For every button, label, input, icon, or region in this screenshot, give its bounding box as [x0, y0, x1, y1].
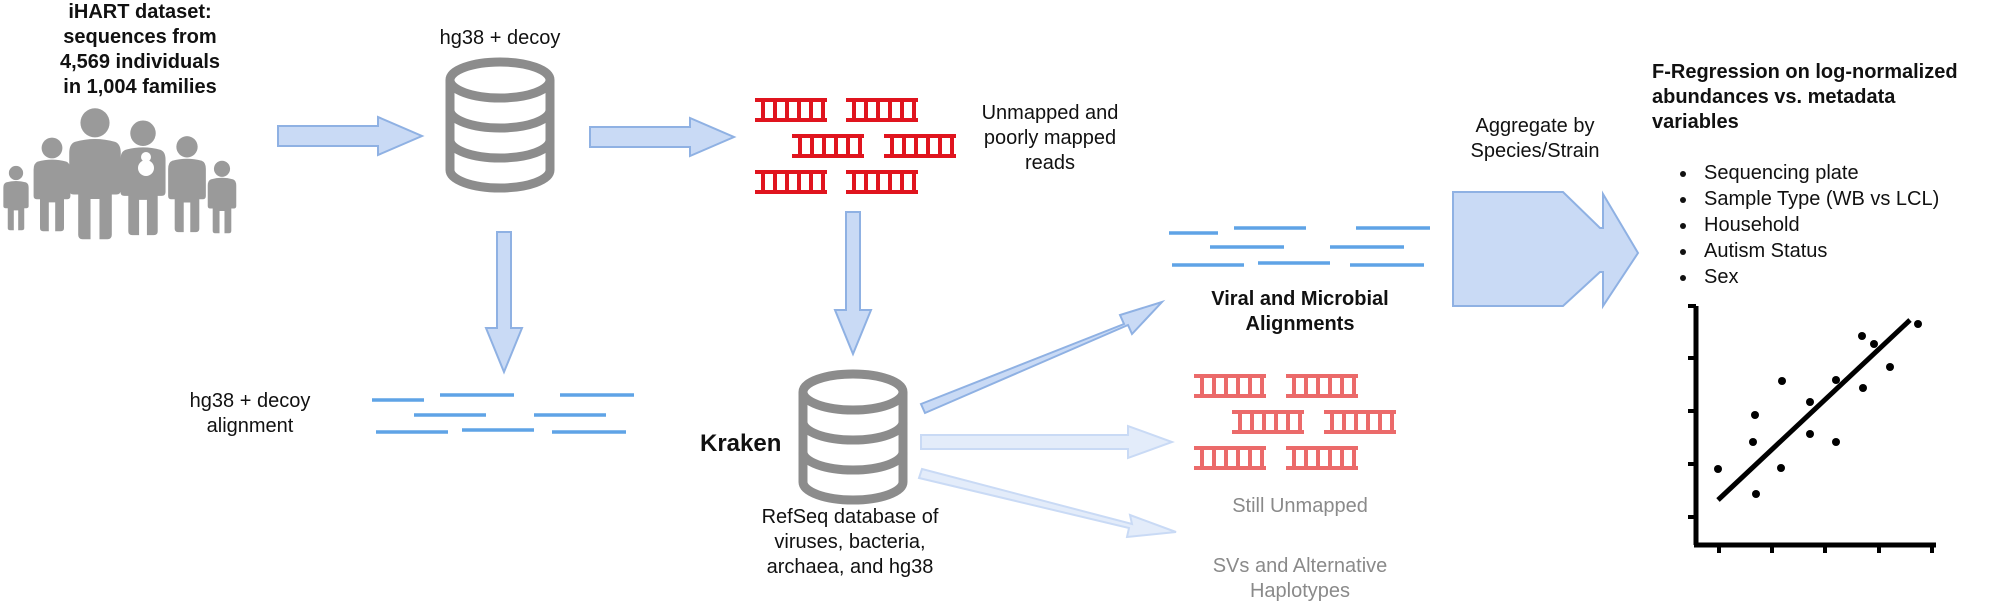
- svs-label: SVs and Alternative Haplotypes: [1180, 554, 1420, 604]
- aggregate-label-line: Species/Strain: [1470, 140, 1600, 162]
- aggregate-label-line: Aggregate by: [1475, 115, 1595, 137]
- kraken-label: Kraken: [700, 430, 782, 457]
- arrow-reference-to-alignment: [484, 231, 524, 375]
- kraken-database-description: RefSeq database of viruses, bacteria, ar…: [745, 505, 955, 580]
- arrow-dataset-to-reference: [277, 115, 425, 157]
- viral-alignment-reads: [1169, 226, 1430, 267]
- viral-alignments-label: Viral and Microbial Alignments: [1180, 287, 1420, 337]
- alignment-label-line: alignment: [206, 415, 294, 437]
- dataset-title-line: 4,569 individuals: [59, 51, 221, 73]
- kraken-desc-line: archaea, and hg38: [766, 556, 934, 578]
- unmapped-label-line: reads: [1024, 152, 1076, 174]
- metadata-variable-list: Sequencing plate Sample Type (WB vs LCL)…: [1670, 160, 1939, 290]
- aggregate-label: Aggregate by Species/Strain: [1440, 114, 1630, 164]
- arrow-unmapped-to-kraken: [833, 211, 873, 357]
- regression-title-line: variables: [1652, 111, 1739, 133]
- dataset-title-line: sequences from: [63, 26, 217, 48]
- metadata-variable: Autism Status: [1698, 238, 1939, 264]
- viral-label-line: Viral and Microbial: [1211, 288, 1389, 310]
- regression-title: F-Regression on log-normalized abundance…: [1652, 60, 1992, 135]
- scatter-plot-icon: [1688, 304, 1936, 553]
- reference-alignment-reads: [372, 393, 634, 434]
- database-icon: [450, 62, 550, 188]
- unmapped-label-line: poorly mapped: [983, 127, 1117, 149]
- svs-label-line: Haplotypes: [1249, 580, 1351, 602]
- reference-label: hg38 + decoy: [439, 27, 561, 49]
- faded-arrows: [917, 424, 1177, 539]
- metadata-variable: Sequencing plate: [1698, 160, 1939, 186]
- unmapped-label: Unmapped and poorly mapped reads: [950, 101, 1150, 176]
- alignment-label-line: hg38 + decoy: [189, 390, 311, 412]
- family-icon: [3, 108, 237, 240]
- arrow-kraken-to-viral: [919, 299, 1166, 415]
- arrow-kraken-to-svs: [917, 467, 1177, 539]
- arrow-kraken-to-still-unmapped: [920, 424, 1175, 460]
- aggregate-funnel-arrow: [1452, 190, 1640, 310]
- flow-arrows: [277, 115, 1640, 415]
- dataset-title-line: iHART dataset:: [68, 1, 212, 23]
- still-unmapped-reads: [1192, 374, 1398, 470]
- unmapped-reads: [753, 98, 958, 194]
- metadata-variable: Sample Type (WB vs LCL): [1698, 186, 1939, 212]
- dataset-title-line: in 1,004 families: [63, 76, 217, 98]
- dataset-title: iHART dataset: sequences from 4,569 indi…: [40, 0, 240, 100]
- svs-label-line: SVs and Alternative: [1212, 555, 1388, 577]
- alignment-label: hg38 + decoy alignment: [185, 389, 315, 439]
- still-unmapped-label: Still Unmapped: [1232, 495, 1368, 517]
- unmapped-label-line: Unmapped and: [981, 102, 1119, 124]
- metadata-variable: Sex: [1698, 264, 1939, 290]
- viral-label-line: Alignments: [1245, 313, 1355, 335]
- kraken-desc-line: RefSeq database of: [761, 506, 939, 528]
- metadata-variable: Household: [1698, 212, 1939, 238]
- regression-title-line: abundances vs. metadata: [1652, 86, 1896, 108]
- database-icon: [803, 374, 903, 500]
- regression-title-line: F-Regression on log-normalized: [1652, 61, 1958, 83]
- arrow-reference-to-unmapped: [589, 116, 737, 158]
- kraken-desc-line: viruses, bacteria,: [774, 531, 926, 553]
